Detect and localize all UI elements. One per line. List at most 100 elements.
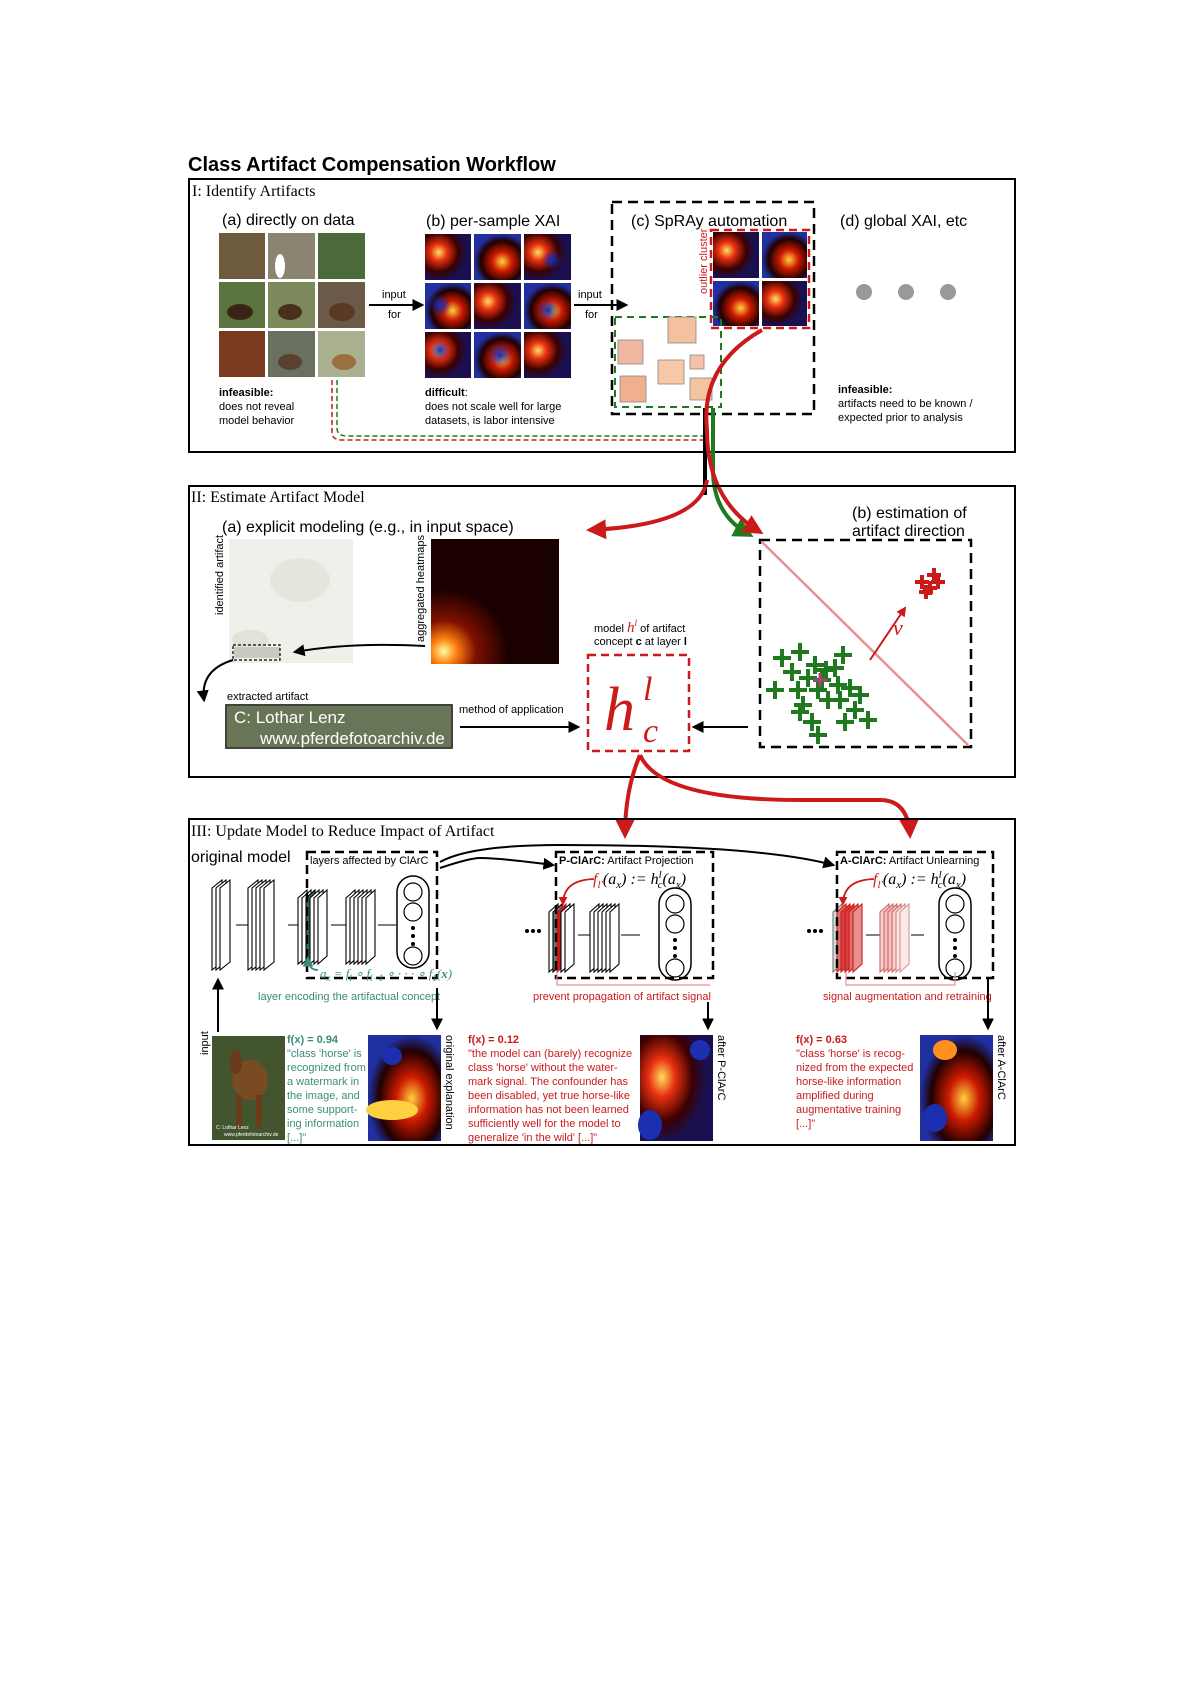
clean-samples-cluster [766, 643, 877, 744]
aggregated-heatmap-image [431, 539, 559, 664]
explanation-line: [...]" [287, 1132, 306, 1144]
extracted-watermark-image [225, 704, 453, 749]
direction-estimation-box [758, 538, 973, 749]
score-aclarc: f(x) = 0.63 [796, 1034, 847, 1046]
sample-image-grid [219, 233, 365, 377]
network-layer [852, 902, 863, 974]
arrow-input-2: input [578, 289, 602, 301]
layers-affected-box [305, 850, 439, 980]
label-global-xai: (d) global XAI, etc [840, 213, 967, 230]
explanation-line: the image, and [287, 1090, 360, 1102]
section-estimate-artifact-model: II: Estimate Artifact Model (a) explicit… [188, 485, 1016, 778]
section2-heading: II: Estimate Artifact Model [191, 489, 365, 506]
label-directly-on-data: (a) directly on data [222, 212, 355, 229]
explanation-line: augmentative training [796, 1104, 901, 1116]
watermark-line1: C: Lothar Lenz [234, 708, 346, 727]
aclarc-box [835, 850, 995, 980]
page-title: Class Artifact Compensation Workflow [188, 154, 556, 176]
explanation-line: "class 'horse' is [287, 1048, 362, 1060]
original-model-label: original model [191, 849, 291, 866]
identified-artifact-label: identified artifact [214, 535, 226, 615]
score-original: f(x) = 0.94 [287, 1034, 339, 1046]
network-layer [365, 888, 376, 966]
verdict-b-line2: datasets, is labor intensive [425, 415, 555, 427]
v-label: v [893, 615, 903, 640]
explanation-line: ing information [287, 1118, 359, 1130]
explanation-line: information has not been learned [468, 1104, 629, 1116]
output-layer [658, 887, 692, 981]
explanation-line: been disabled, yet true horse-like [468, 1090, 630, 1102]
explanation-line: class 'horse' without the water- [468, 1062, 618, 1074]
artifact-samples-cluster [915, 568, 945, 599]
verdict-a: infeasible: [219, 387, 273, 399]
prevent-label: prevent propagation of artifact signal [533, 991, 711, 1003]
network-layer [564, 902, 575, 974]
watermark-line2: www.pferdefotoarchiv.de [259, 729, 445, 748]
original-explanation-label: original explanation [443, 1035, 455, 1130]
score-pclarc: f(x) = 0.12 [468, 1034, 519, 1046]
label-explicit-modeling: (a) explicit modeling (e.g., in input sp… [222, 519, 514, 536]
arrow-for-1: for [388, 309, 401, 321]
pclarc-box [554, 850, 715, 980]
arrow-for-2: for [585, 309, 598, 321]
network-layer [317, 888, 328, 966]
verdict-a-line1: does not reveal [219, 401, 294, 413]
layer-formula: ax = fl ∘ fl−1 ∘ · · · ∘ f1(x) [320, 966, 452, 983]
artifact-model-symbol: h l c [604, 671, 658, 750]
layers-affected-label: layers affected by ClArC [310, 855, 428, 867]
explanation-line: a watermark in [287, 1076, 359, 1088]
aggregated-heatmaps-label: aggregated heatmaps [415, 534, 427, 642]
explanation-line: horse-like information [796, 1076, 901, 1088]
label-spray-automation: (c) SpRAy automation [631, 213, 787, 230]
after-pclarc-label: after P-ClArC [715, 1035, 727, 1100]
model-caption-line1: model hl of artifact [594, 618, 685, 636]
label-estimation-direction-2: artifact direction [852, 523, 965, 540]
normal-cluster-thumbnails [617, 316, 713, 403]
aclarc-title: A-ClArC: Artifact Unlearning [840, 855, 979, 867]
explanation-line: nized from the expected [796, 1062, 913, 1074]
explanation-line: amplified during [796, 1090, 874, 1102]
aclarc-network [807, 887, 972, 981]
network-layer [263, 878, 275, 972]
heatmap-grid [425, 234, 571, 378]
verdict-b: difficult: [425, 387, 468, 399]
arrow-input-1: input [382, 289, 406, 301]
svg-text:c: c [643, 713, 658, 750]
explanation-line: generalize 'in the wild' [...]" [468, 1132, 597, 1144]
section-identify-artifacts: I: Identify Artifacts (a) directly on da… [188, 178, 1016, 453]
original-network [211, 875, 430, 972]
svg-text:C: Lothar Lenz: C: Lothar Lenz [216, 1125, 249, 1131]
decision-boundary [761, 541, 969, 746]
verdict-b-line1: does not scale well for large [425, 401, 561, 413]
verdict-d-line2: expected prior to analysis [838, 412, 963, 424]
verdict-d: infeasible: [838, 384, 892, 396]
section-update-model: III: Update Model to Reduce Impact of Ar… [188, 818, 1016, 1146]
artifact-model-box [586, 653, 691, 753]
explanation-line: "class 'horse' is recog- [796, 1048, 905, 1060]
network-layer [219, 878, 231, 972]
model-caption-line2: concept c at layer l [594, 636, 687, 648]
after-aclarc-label: after A-ClArC [995, 1035, 1007, 1100]
layer-encoding-label: layer encoding the artifactual concept [258, 991, 440, 1003]
verdict-a-line2: model behavior [219, 415, 295, 427]
pclarc-title: P-ClArC: Artifact Projection [559, 855, 694, 867]
svg-text:www.pferdefotoarchiv.de: www.pferdefotoarchiv.de [224, 1132, 279, 1138]
artifact-direction-vector [869, 606, 907, 661]
explanation-line: some support- [287, 1104, 358, 1116]
section1-heading: I: Identify Artifacts [192, 183, 316, 200]
ellipsis-dot-3 [940, 284, 956, 300]
network-layer [609, 902, 620, 974]
section3-heading: III: Update Model to Reduce Impact of Ar… [191, 823, 495, 840]
svg-text:h: h [604, 676, 635, 744]
explanation-line: sufficiently well for the model to [468, 1118, 621, 1130]
output-layer [396, 875, 430, 969]
signal-augmentation-label: signal augmentation and retraining [823, 991, 992, 1003]
outlier-cluster-label: outlier cluster [698, 228, 710, 294]
artifact-region-box [232, 644, 281, 661]
explanation-line: recognized from [287, 1062, 366, 1074]
method-of-application-label: method of application [459, 704, 564, 716]
